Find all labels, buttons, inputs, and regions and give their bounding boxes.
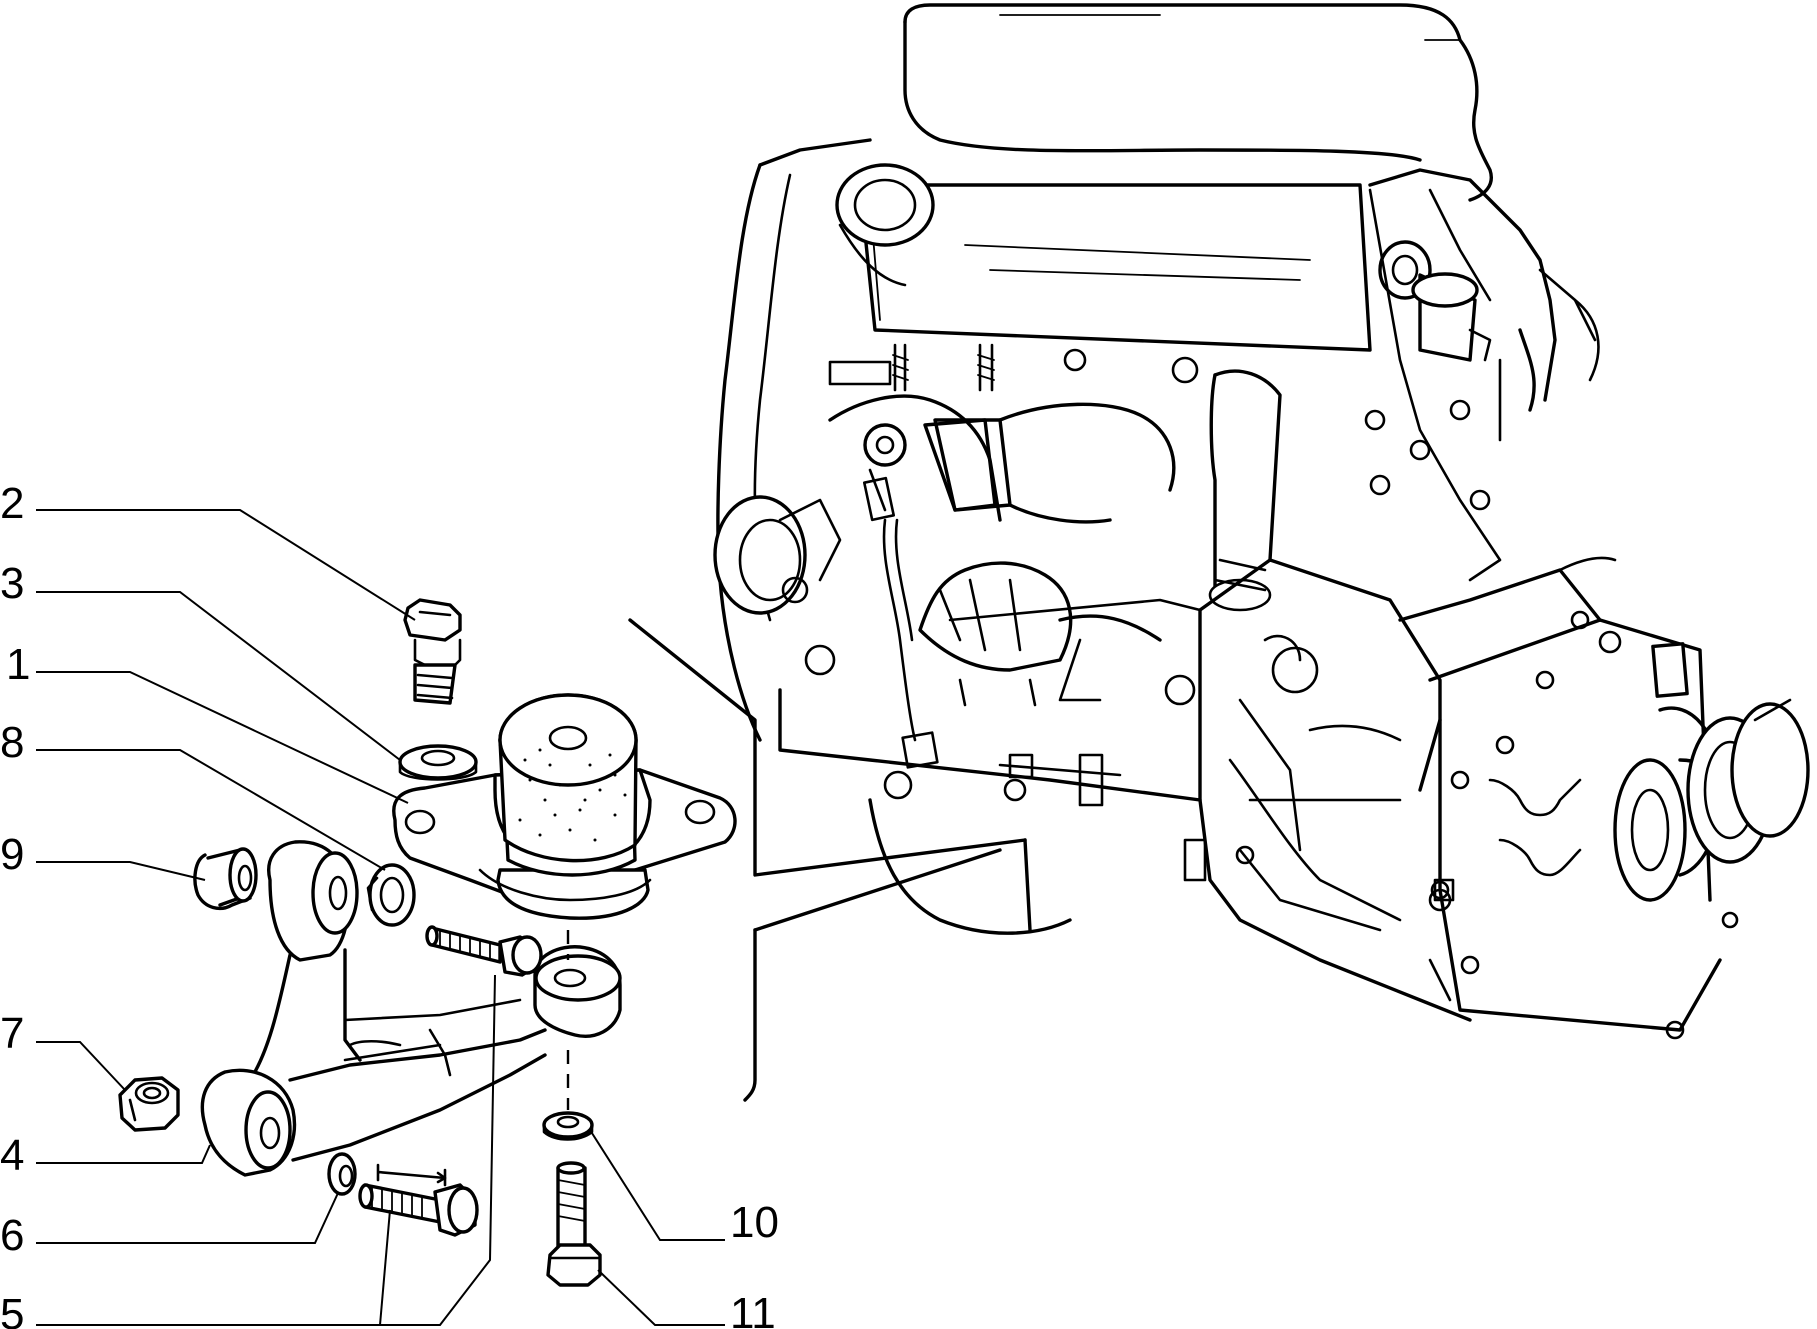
- callout-3: 3: [0, 559, 24, 608]
- part-4-link-bracket: [200, 840, 622, 1177]
- part-7-nut: [118, 1076, 180, 1132]
- callout-11: 11: [730, 1289, 776, 1329]
- callout-4: 4: [0, 1131, 24, 1180]
- callout-8: 8: [0, 718, 24, 767]
- callout-2: 2: [0, 479, 24, 528]
- part-2-bolt: [403, 598, 462, 705]
- engine-gearbox-assembly: [713, 3, 1810, 1040]
- callout-labels: 2 3 1 8 9 7 4 6 5 10 11: [0, 479, 779, 1329]
- part-11-bolt: [546, 1161, 602, 1287]
- callout-9: 9: [0, 830, 24, 879]
- part-6-washer: [327, 1152, 357, 1196]
- mount-location-indicator: [628, 618, 1027, 1102]
- part-9-bush: [193, 847, 258, 911]
- callout-7: 7: [0, 1009, 24, 1058]
- leader-lines: [36, 509, 725, 1326]
- part-10-washer: [542, 1111, 594, 1141]
- part-5-bolt-lower: [358, 1163, 479, 1237]
- part-8-washer: [366, 863, 416, 927]
- part-1-rubber-mount: [392, 693, 737, 920]
- part-3-washer: [398, 744, 478, 781]
- callout-5: 5: [0, 1290, 24, 1329]
- callout-10: 10: [730, 1198, 779, 1247]
- part-5-bolt-upper: [425, 925, 543, 977]
- callout-1: 1: [6, 640, 30, 689]
- callout-6: 6: [0, 1211, 24, 1260]
